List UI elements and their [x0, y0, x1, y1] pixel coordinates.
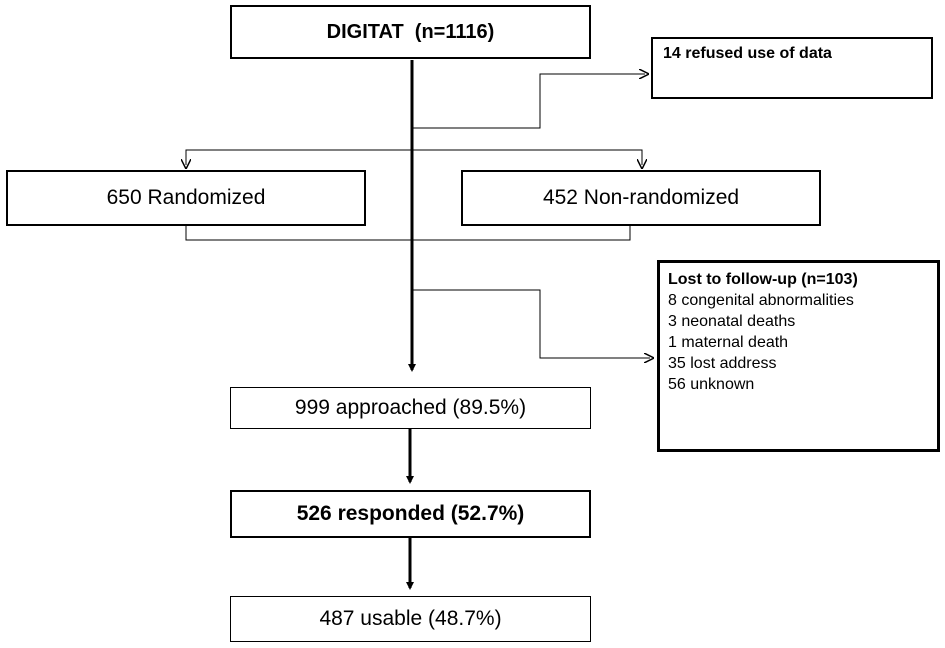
digitat-label: DIGITAT (n=1116)	[326, 20, 495, 43]
merge-connector	[185, 226, 631, 241]
lost-followup-title: Lost to follow-up (n=103)	[668, 271, 858, 288]
lost-followup-list: 8 congenital abnormalities 3 neonatal de…	[668, 290, 929, 395]
lost-item-address: 35 lost address	[668, 355, 777, 372]
lost-connector	[412, 289, 650, 358]
randomized-box: 650 Randomized	[6, 170, 366, 226]
non-randomized-box: 452 Non-randomized	[461, 170, 821, 226]
digitat-box: DIGITAT (n=1116)	[230, 5, 591, 59]
lost-followup-box: Lost to follow-up (n=103) 8 congenital a…	[657, 260, 940, 452]
responded-box: 526 responded (52.7%)	[230, 490, 591, 538]
usable-label: 487 usable (48.7%)	[319, 607, 502, 630]
non-randomized-label: 452 Non-randomized	[542, 186, 740, 209]
refused-connector	[412, 74, 645, 129]
responded-label: 526 responded (52.7%)	[296, 502, 525, 525]
refused-label: 14 refused use of data	[663, 45, 832, 62]
split-connector	[185, 149, 643, 163]
usable-box: 487 usable (48.7%)	[230, 596, 591, 642]
approached-box: 999 approached (89.5%)	[230, 387, 591, 429]
lost-item-congenital: 8 congenital abnormalities	[668, 292, 854, 309]
lost-item-unknown: 56 unknown	[668, 376, 755, 393]
lost-item-neonatal: 3 neonatal deaths	[668, 313, 796, 330]
approached-label: 999 approached (89.5%)	[294, 396, 527, 419]
refused-box: 14 refused use of data	[651, 37, 933, 99]
lost-item-maternal: 1 maternal death	[668, 334, 789, 351]
randomized-label: 650 Randomized	[106, 186, 266, 209]
